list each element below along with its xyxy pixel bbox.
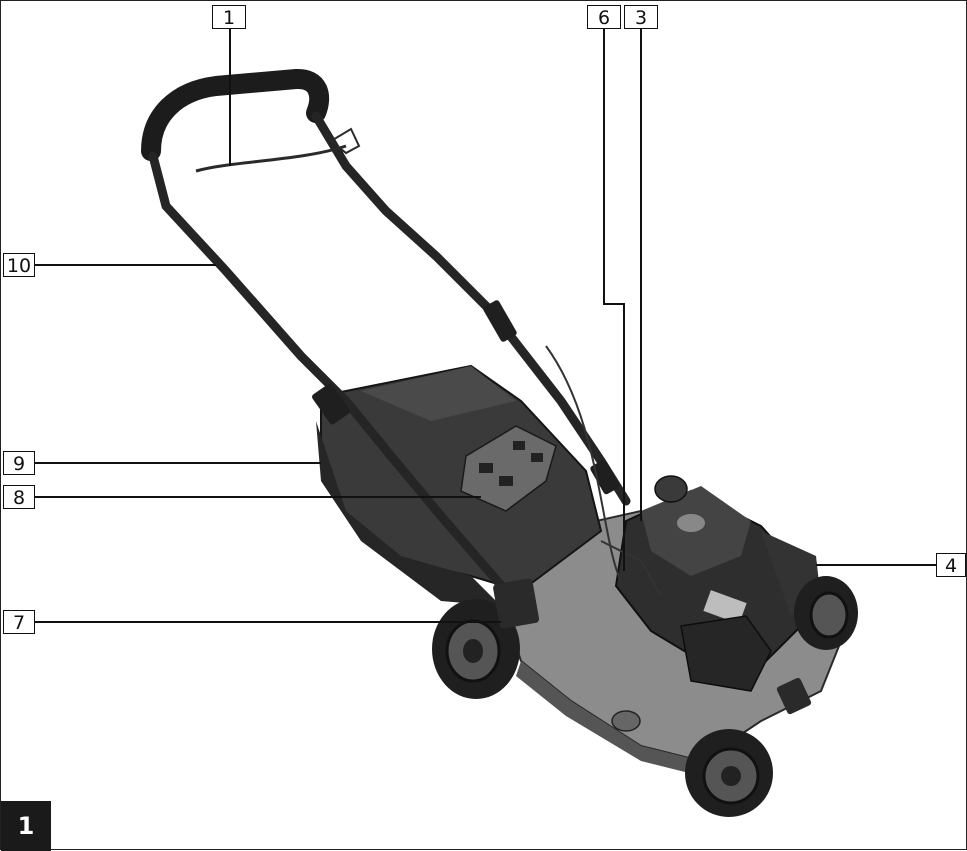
air-filter [680,615,772,692]
callout-6: 6 [587,5,621,29]
handle-clamp-left [312,383,350,425]
deck-shadow [516,661,701,776]
callout-10: 10 [3,253,35,277]
callout-7: 7 [3,610,35,634]
handle-knob-lower [590,459,620,495]
leader-6 [603,29,625,571]
leader-lines [33,29,936,623]
callout-3: 3 [624,5,658,29]
engine-logo [677,514,705,532]
grass-catcher-flap [316,421,501,606]
handle-grip [141,69,330,161]
deck-badge [611,710,641,732]
throttle-cable [545,345,622,582]
brake-bail [195,144,347,173]
grass-catcher-top [361,366,516,421]
callout-4: 4 [936,553,966,577]
height-panel [460,425,557,512]
figure-number-badge: 1 [1,801,51,851]
callout-8: 8 [3,485,35,509]
fuel-cap [654,475,688,503]
deck-label [776,677,812,715]
handle-clamp-right [483,300,517,342]
warning-sticker [703,590,747,624]
height-adjust-lever [493,578,540,629]
wheel-rear-right [794,576,858,650]
starter-cord-guide [600,540,662,597]
handle-left-bar [148,151,511,596]
callout-9: 9 [3,451,35,475]
wheel-front-left [685,729,773,817]
wheel-rear-left [432,599,520,699]
callout-1: 1 [212,5,246,29]
